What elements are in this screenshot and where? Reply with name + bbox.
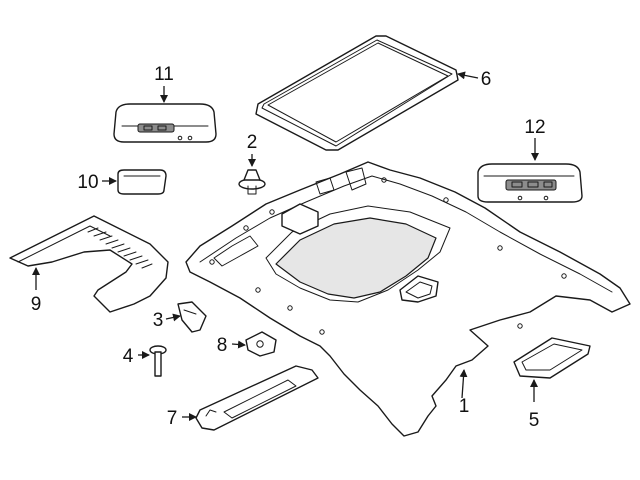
callout-4: 4 [123,346,134,367]
bracket-part [177,301,207,333]
callout-5: 5 [529,410,540,431]
callout-8: 8 [217,335,228,356]
callout-12: 12 [524,117,545,138]
callout-9: 9 [31,294,42,315]
sun-visor-part [195,365,319,431]
clip-part [238,169,266,195]
lamp-lens-part [117,169,167,195]
callout-1: 1 [459,396,470,417]
overhead-console-part [113,103,217,143]
callout-11: 11 [154,64,174,85]
callout-6: 6 [481,69,492,90]
sunroof-seal-part [255,35,459,151]
trim-panel-part [9,215,169,313]
cover-part [513,337,591,379]
push-pin-part [149,345,167,377]
callout-10: 10 [77,172,98,193]
rear-console-part [477,163,583,203]
callout-3: 3 [153,310,164,331]
visor-bracket-part [245,331,277,357]
callout-2: 2 [247,132,258,153]
callout-7: 7 [167,408,178,429]
headliner-part [185,161,631,437]
